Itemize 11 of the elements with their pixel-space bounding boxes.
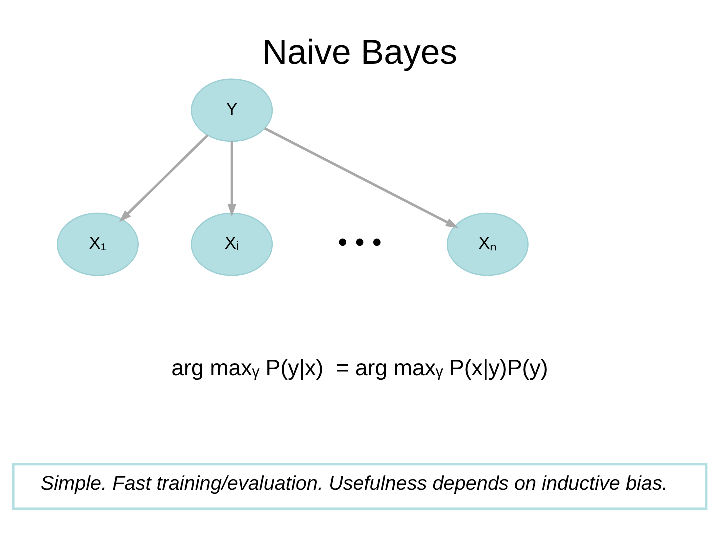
node-ellipse: Y xyxy=(191,78,274,142)
label: • • • xyxy=(338,226,382,258)
diagram-title: Naive Bayes xyxy=(262,34,458,72)
arrow xyxy=(264,128,458,228)
arrow xyxy=(228,142,236,217)
node-ellipse: Xᵢ xyxy=(191,212,274,276)
node-ellipse: Xₙ xyxy=(446,212,529,276)
arrow xyxy=(119,134,209,222)
label: arg maxᵧ P(y|x) = arg maxᵧ P(x|y)P(y) xyxy=(172,355,548,380)
node-ellipse: X₁ xyxy=(57,212,139,276)
node-box: Simple. Fast training/evaluation. Usefulness depends on inductive bias. xyxy=(12,463,708,510)
